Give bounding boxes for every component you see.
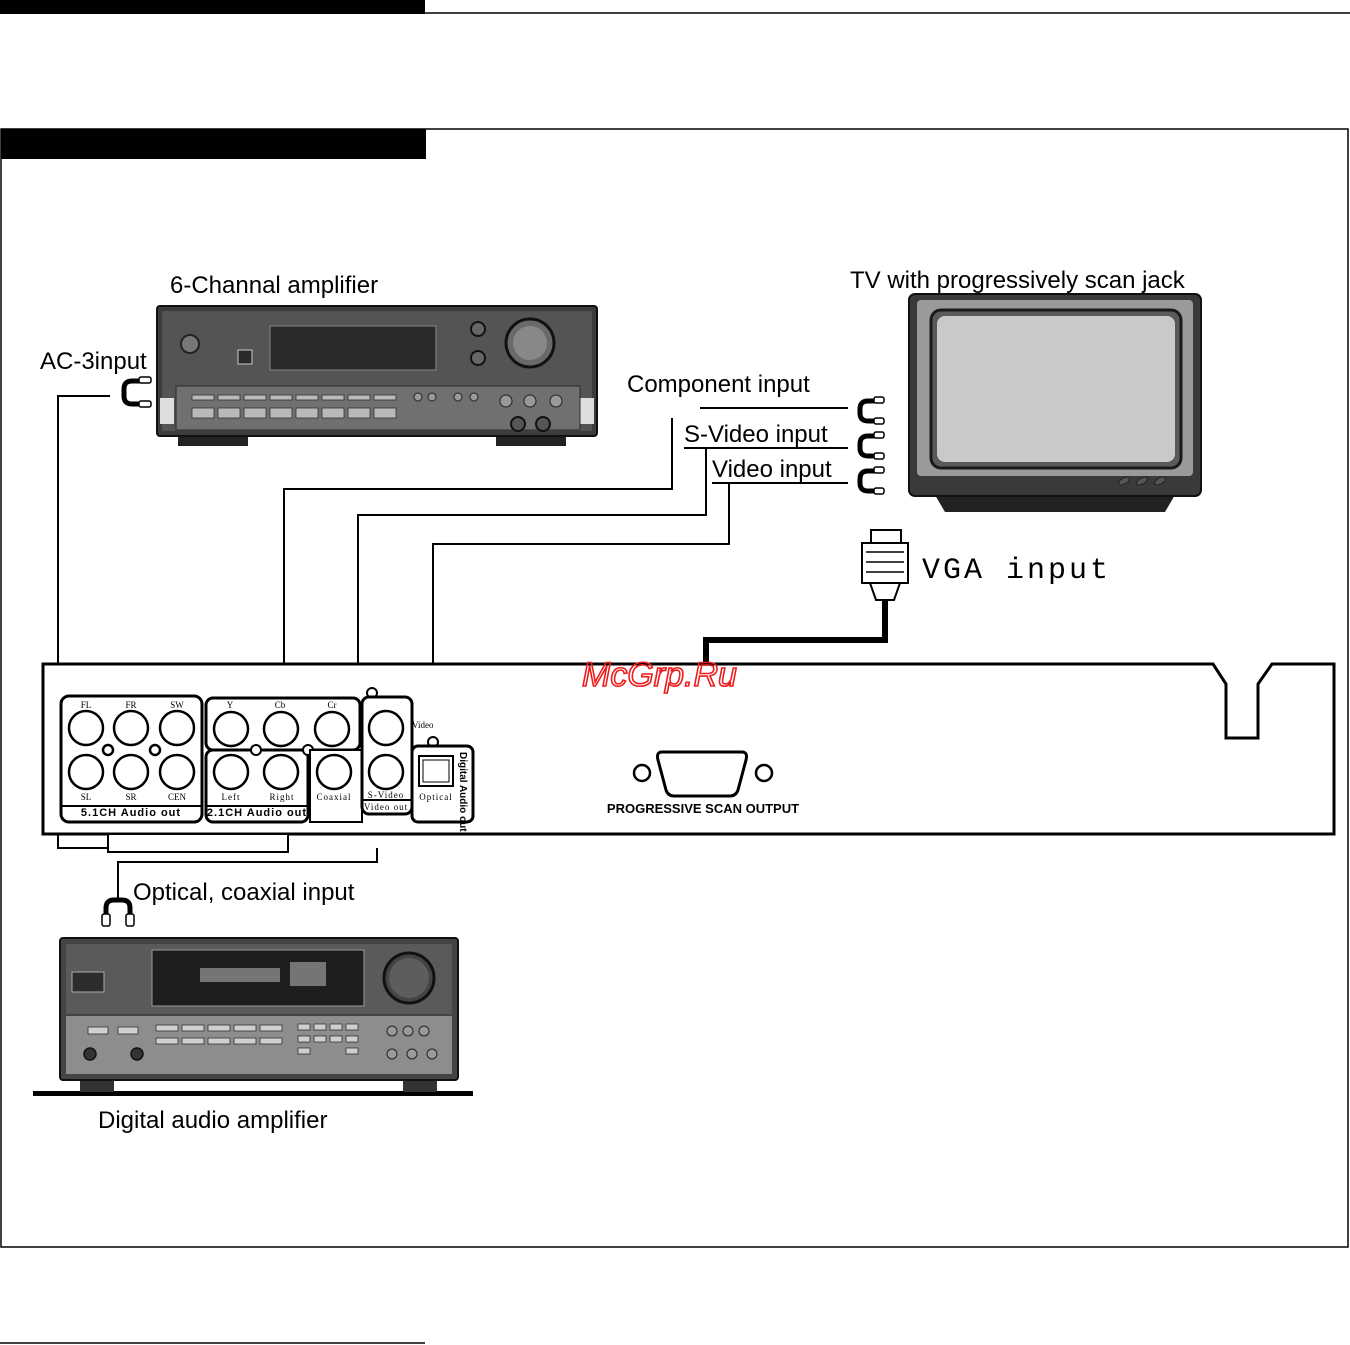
digital-audio-amplifier-label: Digital audio amplifier <box>98 1107 327 1134</box>
video-out-label: Video out <box>364 802 408 812</box>
audio-21ch-title: 2.1CH Audio out <box>207 807 307 819</box>
coaxial-out: Coaxial <box>309 749 363 823</box>
component-plug-icon <box>857 396 885 425</box>
ac3-plug-icon <box>121 376 152 408</box>
amplifier-6ch-label: 6-Channal amplifier <box>170 272 378 299</box>
vga-connector-icon <box>861 529 909 601</box>
progressive-scan-output-label: PROGRESSIVE SCAN OUTPUT <box>607 801 799 816</box>
video-input-label: Video input <box>712 456 832 483</box>
vga-input-label: VGA input <box>922 554 1111 588</box>
jack-left-label: Left <box>222 792 241 802</box>
audio-21ch-group: 2.1CH Audio out Left Right <box>204 748 310 824</box>
jack-cb-label: Cb <box>275 700 286 710</box>
jack-fr-label: FR <box>125 700 136 710</box>
amplifier-6ch <box>156 305 598 446</box>
progressive-scan-output: PROGRESSIVE SCAN OUTPUT <box>607 750 799 816</box>
ac3-input-label: AC-3input <box>40 348 147 375</box>
optical-coaxial-plug-icon <box>101 897 135 927</box>
jack-cen-label: CEN <box>168 792 187 802</box>
audio-51ch-title: 5.1CH Audio out <box>81 807 181 819</box>
optical-label: Optical <box>419 792 453 802</box>
video-plug-icon <box>857 466 885 495</box>
digital-audio-out-label: Digital Audio out <box>457 752 468 832</box>
section-title-bar <box>1 129 426 159</box>
vga-cable <box>703 600 888 672</box>
digital-audio-amplifier <box>33 937 473 1096</box>
video-jack-label: Video <box>412 720 434 730</box>
watermark: McGrp.Ru <box>582 656 737 694</box>
coaxial-label: Coaxial <box>317 792 352 802</box>
component-out-group: Y Cb Cr <box>204 696 362 752</box>
optical-coaxial-input-label: Optical, coaxial input <box>133 879 355 906</box>
svideo-jack-label: S-Video <box>368 790 404 800</box>
tv <box>908 293 1202 512</box>
jack-sw-label: SW <box>170 700 184 710</box>
tv-label: TV with progressively scan jack <box>850 267 1186 294</box>
jack-cr-label: Cr <box>328 700 337 710</box>
component-input-label: Component input <box>627 371 810 398</box>
digital-audio-out-group: Optical Digital Audio out <box>410 744 475 832</box>
svideo-plug-icon <box>857 431 885 460</box>
jack-fl-label: FL <box>81 700 92 710</box>
jack-y-label: Y <box>227 700 234 710</box>
jack-right-label: Right <box>269 792 294 802</box>
audio-51ch-group: 5.1CH Audio out FL FR SW SL SR CEN <box>59 694 204 824</box>
svideo-input-label: S-Video input <box>684 421 828 448</box>
jack-sr-label: SR <box>125 792 136 802</box>
page-header-rule <box>0 0 1350 14</box>
jack-sl-label: SL <box>81 792 92 802</box>
section-frame <box>0 128 1349 1248</box>
